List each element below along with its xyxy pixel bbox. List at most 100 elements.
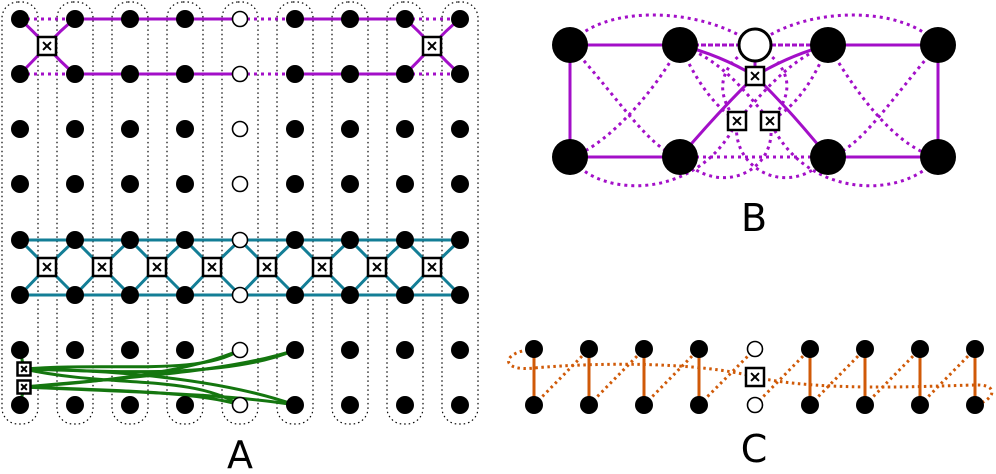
box-node (421, 256, 443, 278)
open-node (231, 65, 249, 83)
panel-c: C (507, 340, 994, 471)
column-enclosure (386, 1, 424, 425)
purple-edge (768, 120, 940, 188)
filled-node (341, 10, 359, 28)
box-nodes-a (16, 35, 443, 395)
purple-edge (735, 43, 829, 123)
filled-node (662, 27, 698, 63)
column-enclosure (111, 1, 149, 425)
filled-node (286, 286, 304, 304)
filled-node (11, 341, 29, 359)
filled-node (451, 231, 469, 249)
filled-node (176, 286, 194, 304)
open-node (746, 340, 764, 358)
box-node (36, 35, 58, 57)
nodes-c (525, 340, 984, 414)
filled-node (801, 396, 819, 414)
filled-node (690, 396, 708, 414)
filled-node (920, 27, 956, 63)
orange-edge (587, 347, 646, 407)
filled-node (176, 396, 194, 414)
orange-edge (918, 347, 977, 407)
purple-edge (678, 120, 773, 180)
filled-node (66, 231, 84, 249)
filled-node (810, 139, 846, 175)
orange-edge (753, 347, 812, 407)
box-node-cross (372, 262, 382, 272)
box-node (201, 256, 223, 278)
filled-node (396, 175, 414, 193)
box-node (91, 256, 113, 278)
filled-node (176, 231, 194, 249)
orange-dotted-edges-c (507, 347, 994, 407)
box-node (744, 366, 766, 388)
filled-node (662, 139, 698, 175)
filled-node (525, 340, 543, 358)
filled-node (121, 65, 139, 83)
box-node-cross (317, 262, 327, 272)
filled-node (11, 65, 29, 83)
open-node (231, 120, 249, 138)
filled-node (451, 286, 469, 304)
filled-node (396, 341, 414, 359)
filled-node (66, 10, 84, 28)
filled-node (66, 396, 84, 414)
green-edge (23, 385, 296, 407)
filled-node (286, 120, 304, 138)
filled-node (341, 120, 359, 138)
column-enclosures (1, 1, 479, 425)
filled-node (11, 231, 29, 249)
box-node (311, 256, 333, 278)
box-nodes-c (744, 366, 766, 388)
filled-node (11, 120, 29, 138)
purple-edge (568, 120, 739, 188)
box-node-cross (750, 71, 760, 81)
box-node-cross (42, 262, 52, 272)
filled-node (286, 10, 304, 28)
filled-node (66, 175, 84, 193)
filled-node (966, 340, 984, 358)
filled-node (121, 120, 139, 138)
filled-node (552, 139, 588, 175)
filled-node (286, 175, 304, 193)
open-node (231, 286, 249, 304)
open-node (746, 396, 764, 414)
filled-node (341, 286, 359, 304)
filled-node (11, 286, 29, 304)
box-node (759, 110, 781, 132)
filled-node (451, 120, 469, 138)
box-node (146, 256, 168, 278)
filled-node (396, 286, 414, 304)
orange-edge (532, 347, 591, 407)
box-node-cross (765, 116, 775, 126)
filled-node (580, 396, 598, 414)
orange-edge (863, 347, 922, 407)
box-node (256, 256, 278, 278)
filled-node (176, 175, 194, 193)
filled-node (396, 120, 414, 138)
panel-a: A (1, 1, 479, 474)
green-edge (23, 367, 296, 407)
filled-node (911, 340, 929, 358)
box-nodes-b (726, 65, 781, 132)
filled-node (121, 286, 139, 304)
filled-node (176, 120, 194, 138)
column-enclosure (1, 1, 39, 425)
filled-node (920, 139, 956, 175)
panel-b: B (552, 13, 956, 240)
filled-node (856, 396, 874, 414)
filled-node (635, 340, 653, 358)
box-node (36, 256, 58, 278)
open-node (737, 27, 773, 63)
column-enclosure (221, 1, 259, 425)
filled-node (176, 341, 194, 359)
orange-edge (697, 347, 757, 407)
filled-node (121, 10, 139, 28)
filled-node (451, 396, 469, 414)
box-node-cross (152, 262, 162, 272)
box-node-cross (732, 116, 742, 126)
panel-label-c: C (741, 427, 768, 470)
filled-node (635, 396, 653, 414)
filled-node (121, 231, 139, 249)
